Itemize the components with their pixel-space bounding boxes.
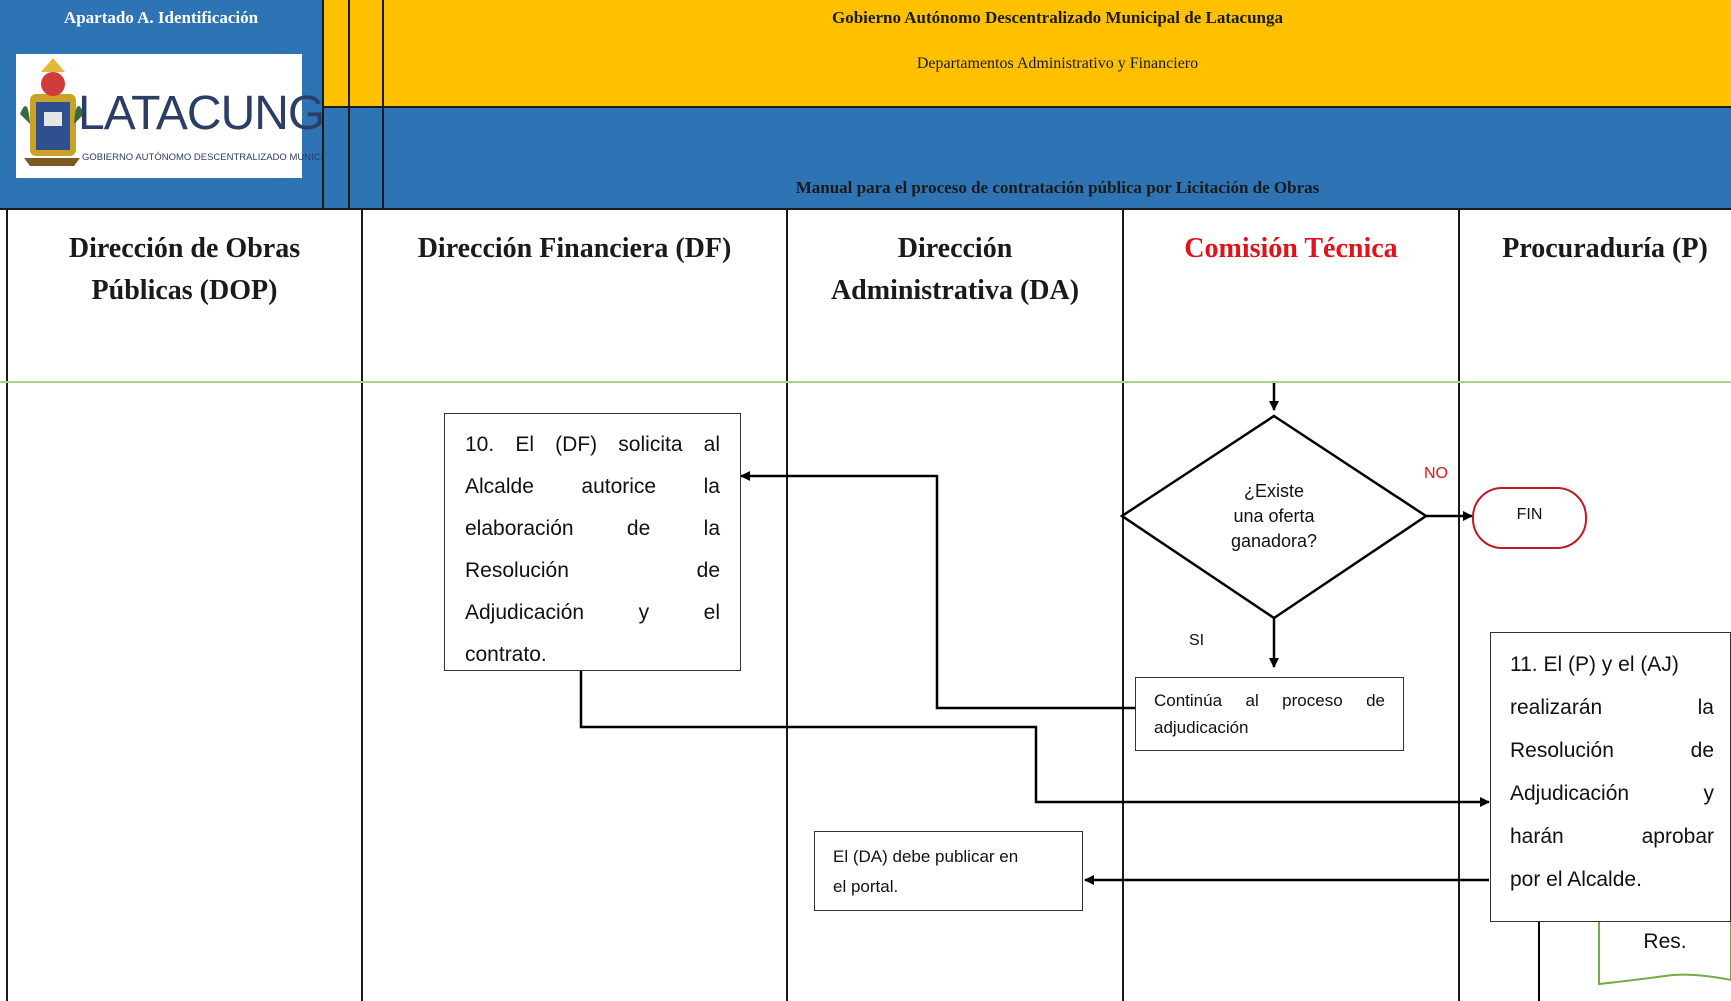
identification-cell: Apartado A. Identificación LATACUNGA GOB… (0, 0, 356, 210)
lower-band (322, 107, 1731, 210)
header-divider (382, 0, 384, 210)
fin-label: FIN (1516, 506, 1543, 523)
decision-line: ¿Existe (1243, 481, 1304, 501)
header-divider (322, 0, 324, 210)
top-band (322, 0, 1731, 107)
decision-diamond (1119, 414, 1429, 620)
logo-text: LATACUNGA (78, 87, 356, 140)
decision-line: ganadora? (1230, 531, 1318, 551)
fin-terminator-shape (1472, 487, 1587, 549)
lane-title: Administrativa (DA) (830, 275, 1080, 306)
header-divider (0, 208, 1731, 210)
lane-title: Comisión Técnica (1184, 233, 1398, 264)
manual-title: Manual para el proceso de contratación p… (795, 178, 1320, 197)
departments-subtitle: Departamentos Administrativo y Financier… (916, 55, 1199, 72)
step-11-line: harán aprobar (1510, 825, 1714, 848)
continue-box: Continúa al proceso de adjudicación (1135, 677, 1404, 751)
government-title: Gobierno Autónomo Descentralizado Munici… (832, 8, 1283, 27)
identification-label: Apartado A. Identificación (63, 8, 259, 27)
step-11-line: Adjudicación y (1510, 782, 1714, 805)
document-shape (1598, 911, 1731, 986)
coat-of-arms-icon (20, 58, 84, 166)
lane-title: Dirección Financiera (DF) (417, 233, 732, 264)
lane-divider (6, 210, 8, 1001)
lane-header-da: Dirección Administrativa (DA) (788, 228, 1122, 312)
continue-line: Continúa al proceso de (1154, 691, 1385, 710)
lane-header-df: Dirección Financiera (DF) (363, 228, 786, 270)
step-11-line: 11. El (P) y el (AJ) (1510, 653, 1679, 676)
lane-title: Procuraduría (P) (1502, 233, 1708, 264)
lane-title: Públicas (DOP) (91, 275, 278, 306)
publish-line: el portal. (833, 877, 899, 896)
step-10-box: 10. El (DF) solicita al Alcalde autorice… (444, 413, 741, 671)
step-10-line: contrato. (465, 643, 547, 666)
document-label: Res. (1643, 930, 1687, 953)
decision-text: ¿Existe una oferta ganadora? (1194, 479, 1354, 554)
header-divider (348, 0, 350, 210)
arrow-step10-to-step11 (579, 671, 1490, 807)
continue-line: adjudicación (1154, 718, 1249, 737)
step-11-line: por el Alcalde. (1510, 868, 1642, 891)
lane-divider (361, 210, 363, 1001)
step-11-line: Resolución de (1510, 739, 1714, 762)
lane-header-procuraduria: Procuraduría (P) (1460, 228, 1731, 270)
step-10-line: Adjudicación y el (465, 601, 720, 624)
lane-title: Dirección de Obras (68, 233, 301, 264)
step-11-box: 11. El (P) y el (AJ) realizarán la Resol… (1490, 632, 1731, 922)
step-10-line: elaboración de la (465, 517, 720, 540)
lane-divider (786, 210, 788, 1001)
lane-header-dop: Dirección de Obras Públicas (DOP) (8, 228, 361, 312)
logo-subtext: GOBIERNO AUTÓNOMO DESCENTRALIZADO MUNICI… (82, 152, 341, 163)
decision-line: una oferta (1233, 506, 1315, 526)
yes-label: SI (1189, 632, 1205, 649)
lane-divider (1458, 210, 1460, 1001)
step-11-line: realizarán la (1510, 696, 1714, 719)
arrow-continue-to-step10 (740, 471, 1135, 710)
lane-title: Dirección (897, 233, 1013, 264)
step-10-line: Alcalde autorice la (465, 475, 720, 498)
header-divider (322, 106, 1731, 108)
no-label: NO (1424, 465, 1448, 482)
latacunga-logo: LATACUNGA GOBIERNO AUTÓNOMO DESCENTRALIZ… (16, 54, 356, 178)
publish-line: El (DA) debe publicar en (833, 847, 1019, 866)
step-10-line: Resolución de (465, 559, 720, 582)
lane-header-separator (0, 381, 1731, 383)
step-10-line: 10. El (DF) solicita al (465, 433, 720, 456)
lane-header-comision: Comisión Técnica (1124, 228, 1458, 270)
lane-divider (1122, 210, 1124, 1001)
publish-box: El (DA) debe publicar en el portal. (814, 831, 1083, 911)
